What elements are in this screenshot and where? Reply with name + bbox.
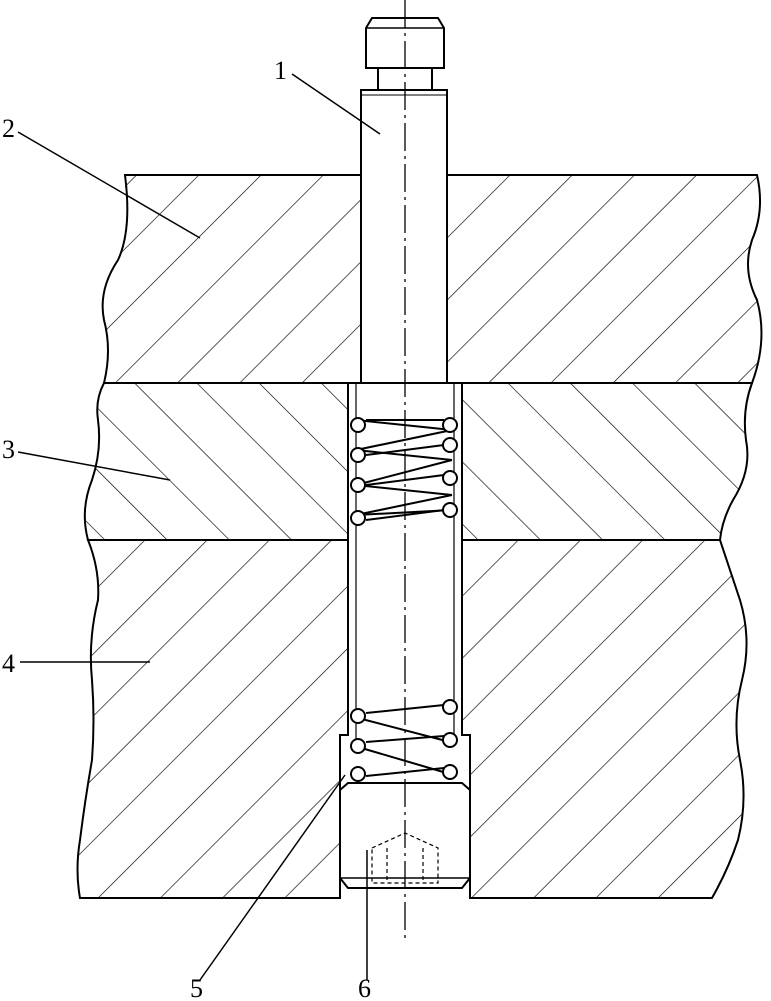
label-part-2: 2	[2, 114, 15, 143]
top-plate-outline-right	[446, 174, 763, 384]
middle-plate-outline-right	[461, 382, 754, 541]
leader-lines	[17, 73, 381, 981]
label-part-6: 6	[358, 974, 371, 1001]
upper-spring	[350, 417, 458, 526]
label-part-3: 3	[2, 435, 15, 464]
hex-socket	[371, 832, 439, 884]
bottom-plate-outline-right	[461, 539, 748, 899]
label-part-5: 5	[190, 974, 203, 1001]
lower-spring	[350, 699, 458, 782]
top-plate-outline-left	[101, 174, 362, 384]
middle-plate-outline-left	[83, 382, 349, 541]
label-part-4: 4	[2, 649, 15, 678]
ejector-pin	[360, 17, 448, 384]
label-part-1: 1	[274, 56, 287, 85]
middle-plate	[83, 382, 754, 541]
pin-shank	[360, 89, 448, 384]
bottom-plate-outline-left	[76, 539, 349, 899]
